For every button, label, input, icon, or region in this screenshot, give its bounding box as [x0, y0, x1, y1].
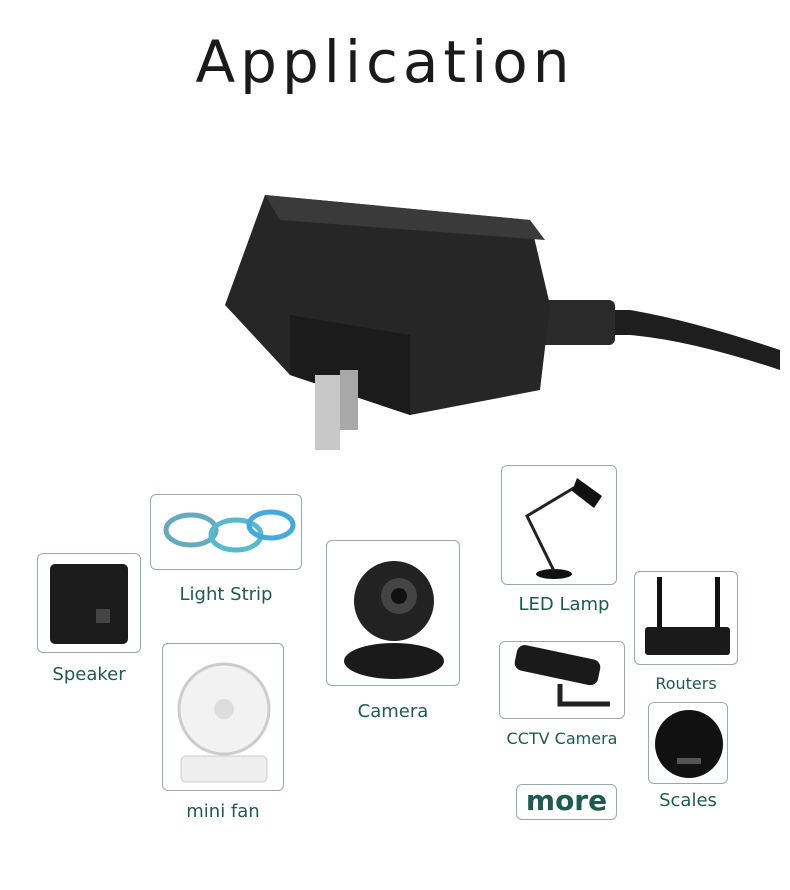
fan-card: [162, 643, 284, 791]
cctv-card: [499, 641, 625, 719]
cctv-icon: [514, 645, 610, 707]
lamp-card: [501, 465, 617, 585]
scale-label: Scales: [659, 790, 717, 811]
camera-icon: [344, 561, 444, 679]
speaker-label: Speaker: [52, 664, 126, 685]
power-adapter-image: [225, 195, 780, 450]
router-label: Routers: [655, 674, 717, 693]
more-button: more: [516, 784, 617, 820]
router-card: [634, 571, 738, 665]
page-title: Application: [195, 28, 575, 96]
fan-label: mini fan: [186, 801, 260, 822]
light-strip-card: [150, 494, 302, 570]
router-icon: [645, 577, 730, 655]
scale-icon: [655, 710, 723, 778]
cctv-label: CCTV Camera: [506, 729, 618, 748]
fan-icon: [177, 662, 271, 783]
light-strip-icon: [163, 509, 296, 553]
camera-card: [326, 540, 460, 686]
lamp-label: LED Lamp: [518, 594, 610, 615]
light-strip-label: Light Strip: [179, 584, 273, 605]
lamp-icon: [525, 478, 602, 579]
camera-label: Camera: [357, 701, 429, 722]
speaker-card: [37, 553, 141, 653]
speaker-icon: [50, 564, 128, 644]
scale-card: [648, 702, 728, 784]
